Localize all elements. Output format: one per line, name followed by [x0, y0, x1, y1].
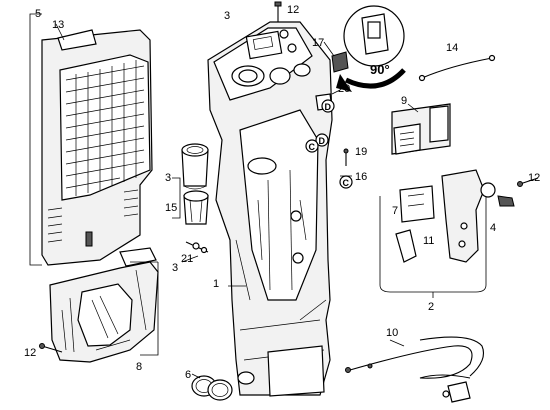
callout-8: 8	[136, 361, 142, 373]
callout-5: 5	[35, 8, 41, 20]
part-2-bracket-assembly	[379, 196, 487, 298]
callout-11: 11	[423, 235, 434, 247]
part-8-base-housing	[49, 247, 159, 363]
callout-3-cup: 3	[165, 172, 171, 184]
callout-9: 9	[401, 95, 407, 107]
part-19-screw	[343, 148, 349, 166]
callout-3-clip: 3	[172, 262, 178, 274]
callout-6: 6	[185, 369, 191, 381]
callout-14: 14	[446, 42, 458, 54]
marker-d-1: D	[321, 99, 335, 113]
callout-13: 13	[52, 19, 64, 31]
callout-1: 1	[213, 278, 219, 290]
part-21-clip	[181, 241, 209, 263]
part-5-grille-panel	[29, 13, 153, 266]
callout-19: 19	[355, 146, 367, 158]
callout-3-top: 3	[224, 10, 230, 22]
callout-2: 2	[428, 301, 434, 313]
marker-c-1-text: C	[309, 142, 316, 152]
callout-labels: 1 2 3 3 3 4 5 6 7 8 9 10 11 12 12 12 13 …	[24, 4, 540, 381]
marker-c-1: C	[305, 139, 319, 153]
marker-c-2-text: C	[343, 178, 350, 188]
callout-10: 10	[386, 327, 398, 339]
callout-20: 20	[338, 83, 350, 95]
part-7-plate	[399, 185, 435, 223]
part-9-board	[391, 103, 451, 155]
part-4-bracket	[441, 169, 515, 263]
rotation-label: 90°	[370, 62, 390, 77]
part-12-screw-top	[274, 1, 282, 22]
callout-17: 17	[312, 37, 324, 49]
part-17-switch	[323, 41, 349, 73]
callout-12-top: 12	[287, 4, 299, 16]
rotation-detail: 90°	[336, 5, 406, 92]
callout-4: 4	[490, 222, 496, 234]
marker-d-2: D	[315, 133, 329, 147]
marker-c-2: C	[339, 175, 353, 189]
part-14-wire	[418, 54, 496, 82]
part-10-power-cord	[345, 336, 485, 403]
part-15-holder	[183, 190, 209, 225]
callout-21: 21	[181, 253, 193, 265]
part-12-screw-left	[39, 343, 63, 353]
callout-15: 15	[165, 202, 177, 214]
part-12-screw-right	[517, 177, 539, 187]
marker-d-2-text: D	[319, 136, 326, 146]
callout-7: 7	[392, 205, 398, 217]
callout-16: 16	[355, 171, 367, 183]
part-3-cup	[181, 143, 209, 190]
callout-12-left: 12	[24, 347, 36, 359]
marker-d-1-text: D	[325, 102, 332, 112]
part-1-main-body	[207, 21, 333, 397]
part-11-clip	[395, 229, 417, 263]
part-6-rings	[191, 373, 233, 401]
callout-12-right: 12	[528, 172, 540, 184]
